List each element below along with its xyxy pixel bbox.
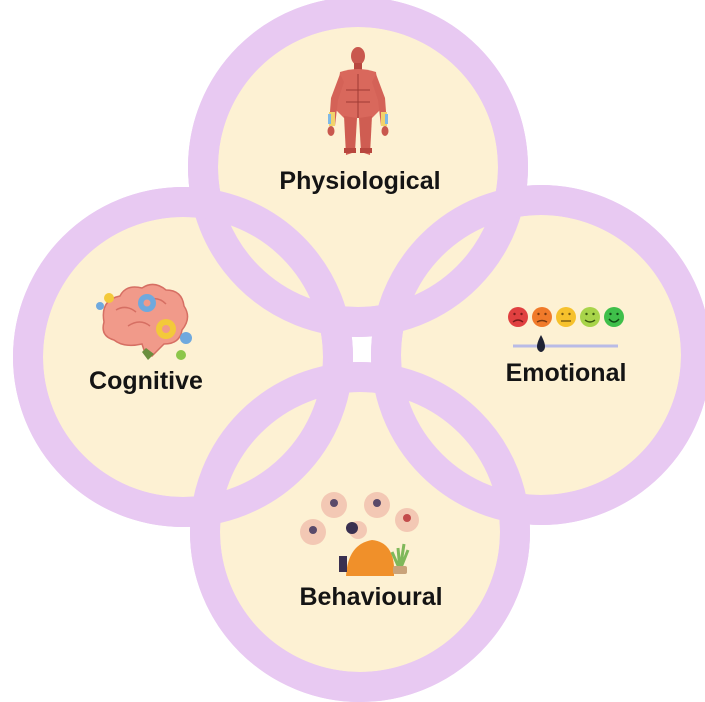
ring-overlay (13, 0, 705, 702)
brain-gears-icon (96, 283, 192, 360)
mood-face-very-happy (604, 307, 624, 327)
human-muscle-anatomy-icon (327, 47, 389, 155)
label-cognitive: Cognitive (89, 367, 203, 395)
mood-face-sad (532, 307, 552, 327)
center-square (354, 349, 365, 360)
ring-outline-cognitive (13, 187, 353, 527)
mood-face-very-sad (508, 307, 528, 327)
mood-face-happy (580, 307, 600, 327)
mood-scale-icon (508, 307, 624, 352)
label-behavioural: Behavioural (299, 583, 442, 611)
label-physiological: Physiological (279, 167, 440, 195)
ring-outline-emotional (371, 185, 705, 525)
ring-outline-physiological (188, 0, 528, 337)
ring-outline-behavioural (190, 362, 530, 702)
mood-face-neutral (556, 307, 576, 327)
behaviour-thoughts-icon (300, 492, 419, 576)
label-emotional: Emotional (506, 359, 627, 387)
mood-slider-marker (537, 335, 545, 352)
